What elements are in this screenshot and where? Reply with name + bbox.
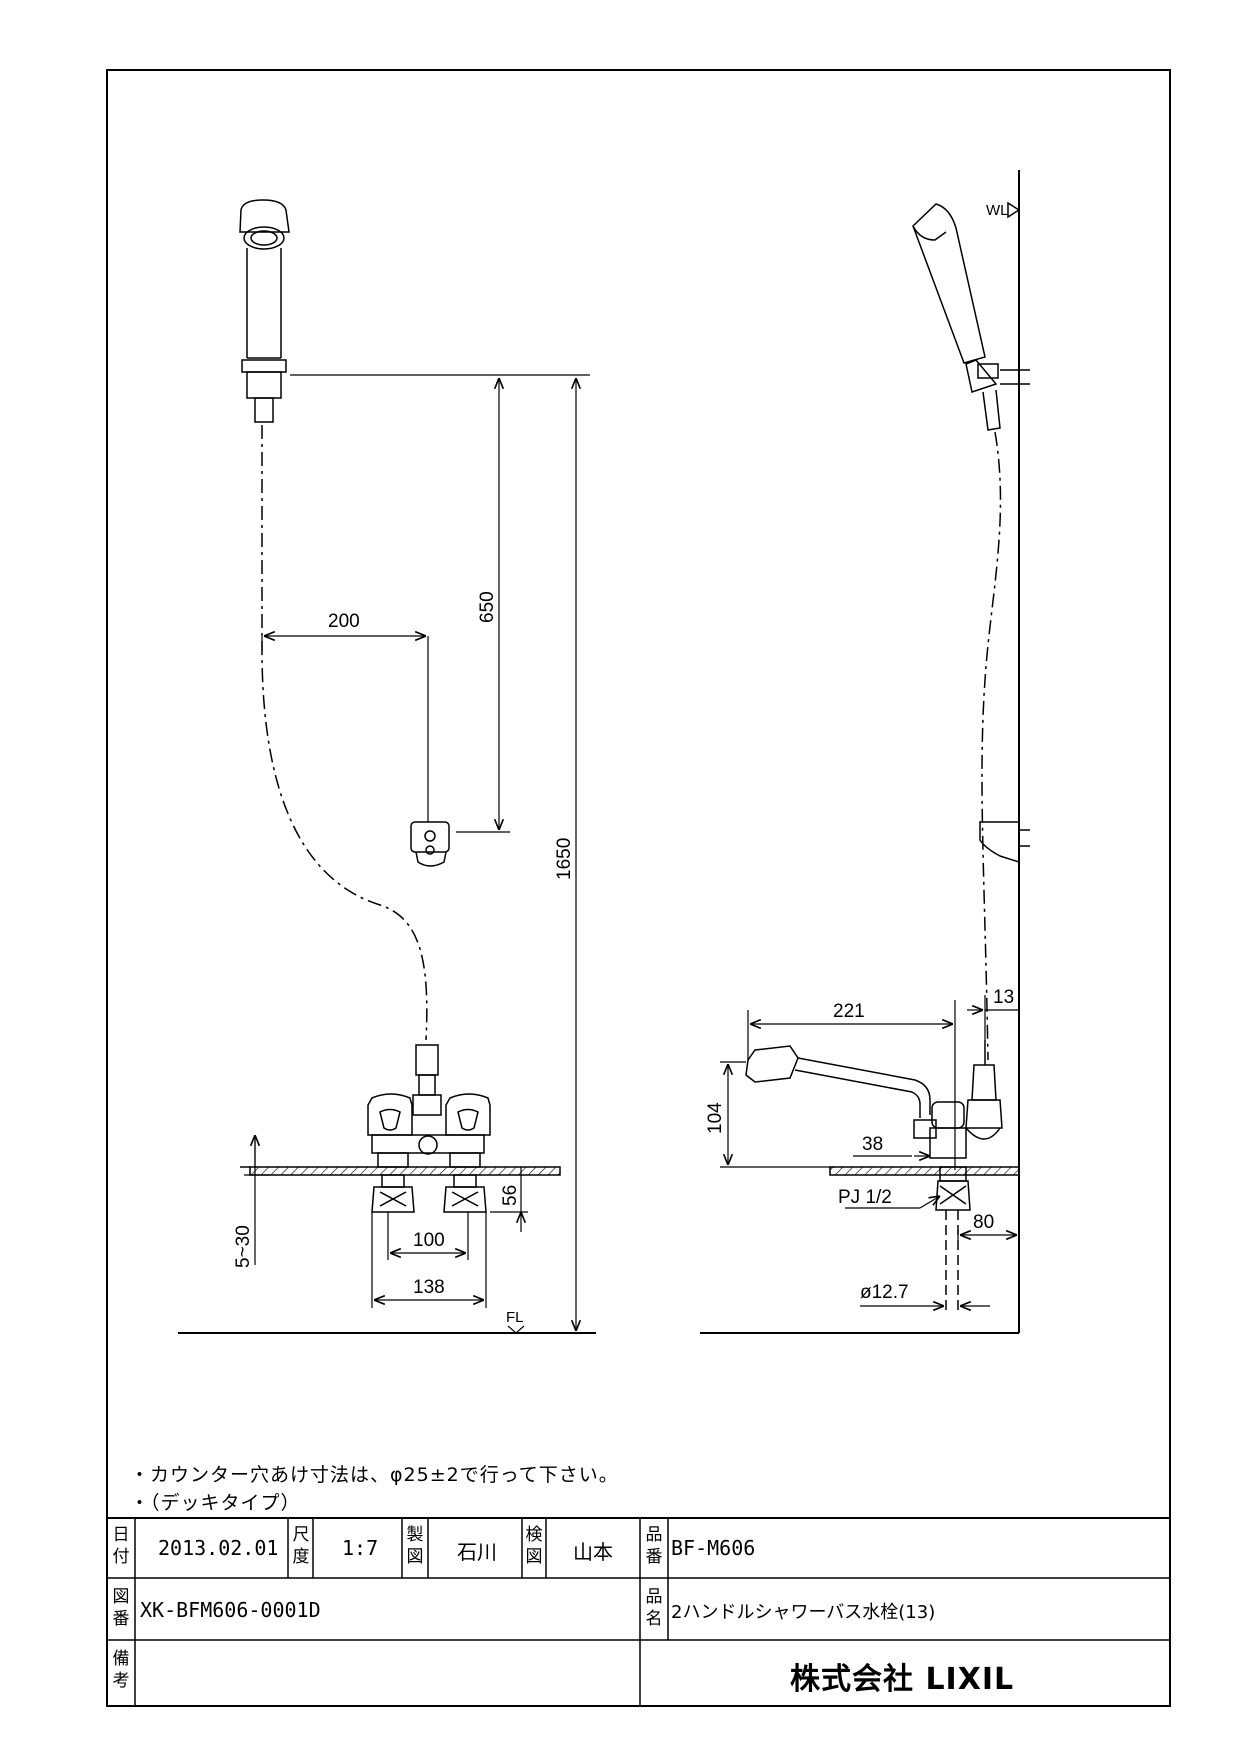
dim-100: 100 xyxy=(413,1230,445,1251)
label-drawn: 製図 xyxy=(406,1525,424,1567)
dim-200: 200 xyxy=(328,611,360,632)
label-part-no: 品番 xyxy=(645,1525,663,1567)
product-name-value: 2ハンドルシャワーバス水栓(13) xyxy=(671,1602,936,1623)
side-view xyxy=(700,170,1030,1334)
dim-221: 221 xyxy=(833,1001,865,1022)
dim-56: 56 xyxy=(500,1185,521,1206)
counter-side xyxy=(829,1166,1020,1176)
label-drawing-no: 図番 xyxy=(112,1587,130,1629)
dim-1650: 1650 xyxy=(554,838,575,880)
scale-value: 1:7 xyxy=(342,1536,379,1560)
dim-104: 104 xyxy=(705,1102,726,1134)
label-scale: 尺度 xyxy=(292,1525,310,1567)
shower-head-side xyxy=(912,203,1030,431)
wall-bracket-front xyxy=(410,821,450,867)
side-dimensions xyxy=(720,995,1019,1306)
dim-13: 13 xyxy=(993,987,1014,1008)
faucet-body-front xyxy=(367,1044,491,1213)
drawn-by: 石川 xyxy=(457,1540,497,1564)
counter-front xyxy=(249,1166,561,1176)
label-pj: PJ 1/2 xyxy=(838,1187,892,1208)
dim-138: 138 xyxy=(413,1277,445,1298)
title-block-grid xyxy=(107,1517,1170,1706)
note-deck-type: ・（デッキタイプ） xyxy=(130,1492,301,1514)
label-product-name: 品名 xyxy=(645,1587,663,1629)
drawing-frame xyxy=(106,69,1171,1707)
drawing-no-value: XK-BFM606-0001D xyxy=(140,1598,321,1622)
dim-80: 80 xyxy=(973,1212,994,1233)
company-logo: 株式会社 LIXIL xyxy=(790,1662,1015,1697)
dim-5-30: 5~30 xyxy=(233,1225,254,1268)
label-fl: FL xyxy=(506,1309,524,1326)
part-no-value: BF-M606 xyxy=(671,1536,756,1560)
label-remarks: 備考 xyxy=(112,1649,130,1691)
shower-head-front xyxy=(239,199,290,423)
label-wl: WL xyxy=(986,202,1009,219)
wall-hook-side xyxy=(979,821,1030,864)
shower-hose-front xyxy=(261,425,428,1041)
note-counter-hole: ・カウンター穴あけ寸法は、φ25±2で行って下さい。 xyxy=(130,1464,619,1486)
checked-by: 山本 xyxy=(573,1540,613,1564)
front-view xyxy=(178,199,596,1334)
dim-650: 650 xyxy=(477,591,498,623)
dim-38: 38 xyxy=(862,1134,883,1155)
date-value: 2013.02.01 xyxy=(158,1536,279,1560)
spout-side xyxy=(745,1040,1003,1312)
label-checked: 検図 xyxy=(525,1525,543,1567)
shower-hose-side xyxy=(981,431,1002,1061)
dim-phi-12-7: ø12.7 xyxy=(860,1282,909,1303)
label-date: 日付 xyxy=(112,1525,130,1567)
front-dimensions xyxy=(244,374,590,1334)
